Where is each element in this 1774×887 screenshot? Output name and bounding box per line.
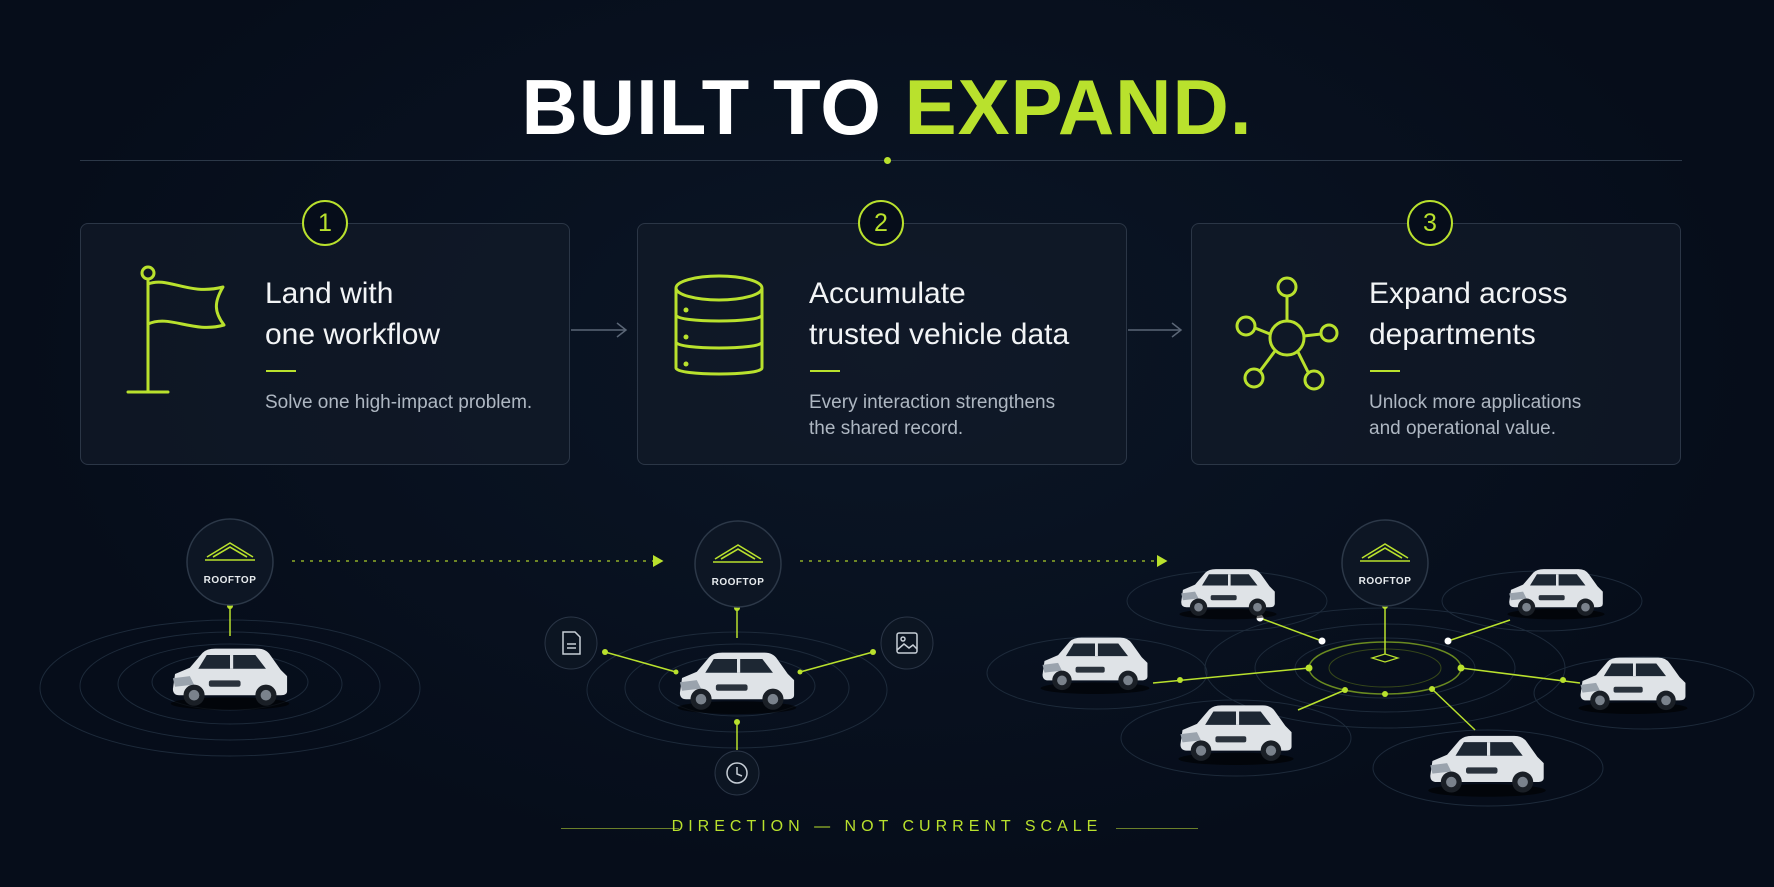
step-1-accent-dash — [266, 370, 296, 372]
step-number-badge-2: 2 — [858, 200, 904, 246]
rooftop-roof-icon — [713, 544, 763, 563]
step-2-description-line-2: the shared record. — [809, 418, 964, 439]
title-accent-part: EXPAND. — [904, 63, 1253, 151]
step-1-title-line-1: Land with — [265, 277, 394, 310]
step-card-3 — [1191, 223, 1681, 465]
footer-caption: DIRECTION — NOT CURRENT SCALE — [671, 818, 1103, 835]
footer-line-left — [561, 828, 679, 829]
step-2-title: Accumulate trusted vehicle data — [809, 273, 1109, 355]
step-number-badge-1: 1 — [302, 200, 348, 246]
rooftop-label: ROOFTOP — [1359, 576, 1412, 587]
step-2-description: Every interaction strengthens the shared… — [809, 390, 1109, 442]
step-3-description: Unlock more applications and operational… — [1369, 390, 1669, 442]
database-icon — [674, 274, 764, 376]
step-3-accent-dash — [1370, 370, 1400, 372]
rooftop-label: ROOFTOP — [712, 577, 765, 588]
step-2-title-line-1: Accumulate — [809, 277, 966, 310]
title-white-part: BUILT TO — [521, 63, 905, 151]
step-number-badge-3: 3 — [1407, 200, 1453, 246]
footer-line-right — [1116, 828, 1198, 829]
stage-3-network — [986, 569, 1755, 807]
flag-icon — [126, 265, 226, 394]
title-divider — [80, 160, 1682, 161]
clock-icon — [726, 762, 748, 784]
rooftop-roof-icon — [1360, 543, 1410, 562]
step-2-accent-dash — [810, 370, 840, 372]
rooftop-hub-1: ROOFTOP — [186, 518, 274, 606]
step-3-description-line-1: Unlock more applications — [1369, 392, 1582, 413]
step-1-title-line-2: one workflow — [265, 318, 441, 351]
stage-1-network — [39, 603, 421, 757]
image-icon — [896, 632, 918, 654]
network-hub-icon — [1235, 276, 1339, 391]
step-1-description-line-1: Solve one high-impact problem. — [265, 392, 533, 413]
rooftop-hub-3: ROOFTOP — [1341, 519, 1429, 607]
step-1-title: Land with one workflow — [265, 273, 565, 355]
step-2-title-line-2: trusted vehicle data — [809, 318, 1070, 351]
page-title: BUILT TO EXPAND. — [0, 62, 1774, 152]
rooftop-label: ROOFTOP — [204, 575, 257, 586]
step-card-2 — [637, 223, 1127, 465]
document-icon — [562, 631, 581, 655]
step-3-title: Expand across departments — [1369, 273, 1669, 355]
stage-2-network — [544, 605, 934, 796]
rooftop-roof-icon — [205, 542, 255, 561]
step-3-description-line-2: and operational value. — [1369, 418, 1556, 439]
rooftop-hub-2: ROOFTOP — [694, 520, 782, 608]
step-3-title-line-1: Expand across — [1369, 277, 1568, 310]
step-1-description: Solve one high-impact problem. — [265, 390, 565, 416]
step-3-title-line-2: departments — [1369, 318, 1536, 351]
step-card-1 — [80, 223, 570, 465]
step-2-description-line-1: Every interaction strengthens — [809, 392, 1056, 413]
title-divider-dot — [884, 157, 891, 164]
